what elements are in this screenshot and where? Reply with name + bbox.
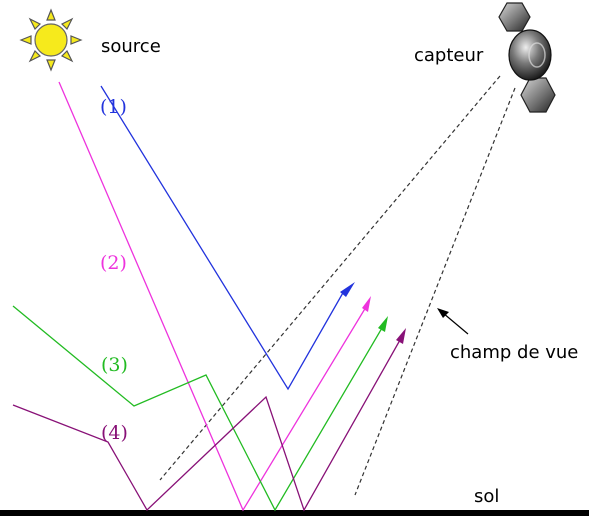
path-1: (1) — [100, 85, 355, 391]
ground-line — [0, 510, 589, 516]
sensor-icon — [498, 2, 556, 113]
field-of-view-pointer-arrow — [437, 308, 469, 335]
field-of-view-label: champ de vue — [450, 342, 578, 363]
path-4: (4) — [12, 328, 406, 512]
path-2: (2) — [58, 81, 371, 512]
sun-icon — [19, 8, 83, 72]
source-label: source — [101, 36, 161, 57]
ground-label: sol — [474, 486, 499, 507]
path-3: (3) — [12, 305, 388, 512]
path-2-label: (2) — [100, 252, 127, 274]
sensor-label: capteur — [414, 45, 484, 66]
path-4-label: (4) — [101, 422, 128, 444]
path-3-label: (3) — [101, 354, 128, 376]
field-of-view-lines — [159, 75, 516, 496]
path-1-label: (1) — [100, 96, 127, 118]
